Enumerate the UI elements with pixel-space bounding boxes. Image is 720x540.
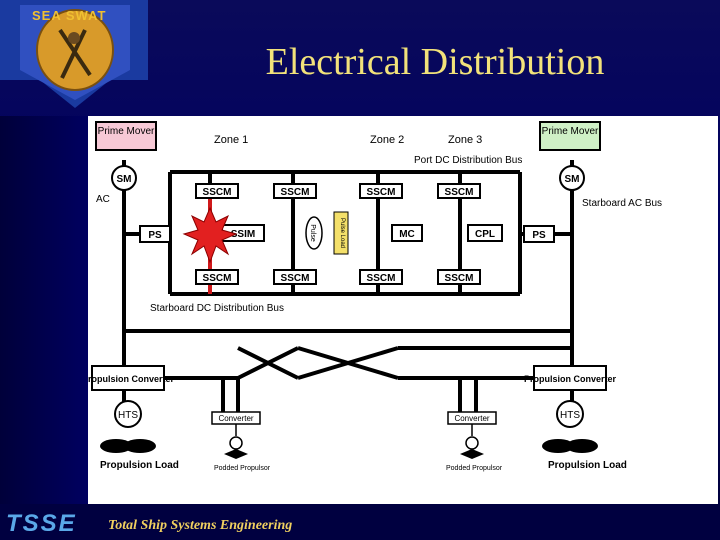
converter-right: Converter: [447, 411, 497, 425]
hts-left: HTS: [114, 400, 142, 428]
sscm-top-2-label: SSCM: [281, 187, 310, 198]
ps-right-label: PS: [532, 230, 546, 241]
mc-box: MC: [391, 224, 423, 242]
pulse-load-label: Pulse Load: [339, 218, 345, 248]
sscm-bottom-2: SSCM: [273, 269, 317, 285]
propulsion-load-right-icon-2: [566, 439, 598, 453]
hts-right-label: HTS: [560, 410, 580, 421]
podded-propulsor-right-label: Podded Propulsor: [446, 465, 503, 472]
propulsion-converter-right-label: Propulsion Converter: [524, 374, 617, 384]
sscm-bottom-4: SSCM: [437, 269, 481, 285]
podded-propulsor-right-icon: [460, 424, 484, 459]
diagram-panel: Prime Mover Prime Mover SM SM AC Starboa…: [82, 116, 718, 504]
footer-tagline: Total Ship Systems Engineering: [108, 518, 293, 533]
sscm-top-2: SSCM: [273, 183, 317, 199]
propulsion-converter-right: Propulsion Converter: [524, 365, 617, 391]
propulsion-converter-left-label: Propulsion Converter: [88, 374, 175, 384]
propulsion-load-left-label: Propulsion Load: [100, 460, 179, 471]
prime-mover-right-label: Prime Mover: [542, 126, 599, 137]
port-bus-label: Port DC Distribution Bus: [414, 155, 522, 166]
tsse-logo: TSSE: [6, 510, 77, 537]
sscm-top-4-label: SSCM: [445, 187, 474, 198]
cpl-box: CPL: [467, 224, 503, 242]
pulse-load-box: Pulse Load: [333, 211, 349, 255]
zone2-label: Zone 2: [370, 134, 404, 146]
pulse-label: Pulse: [309, 224, 316, 242]
logo-text: SEA SWAT: [32, 8, 107, 23]
podded-propulsor-left-label: Podded Propulsor: [214, 465, 271, 472]
fault-burst-icon: [182, 206, 238, 264]
cpl-label: CPL: [475, 229, 495, 240]
hts-left-label: HTS: [118, 410, 138, 421]
ps-left: PS: [139, 225, 171, 243]
sscm-bottom-4-label: SSCM: [445, 273, 474, 284]
hts-right: HTS: [556, 400, 584, 428]
starboard-ac-bus-label: Starboard AC Bus: [582, 198, 662, 209]
sscm-bottom-3: SSCM: [359, 269, 403, 285]
converter-left: Converter: [211, 411, 261, 425]
electrical-distribution-diagram: Prime Mover Prime Mover SM SM AC Starboa…: [82, 121, 662, 472]
propulsion-load-left-icon: [100, 439, 132, 453]
sscm-top-3: SSCM: [359, 183, 403, 199]
prime-mover-right: Prime Mover: [539, 121, 601, 151]
prime-mover-left-label: Prime Mover: [98, 126, 155, 137]
ac-label: AC: [96, 194, 110, 205]
sscm-top-1-label: SSCM: [203, 187, 232, 198]
sscm-top-1: SSCM: [195, 183, 239, 199]
slide-title: Electrical Distribution: [265, 41, 605, 83]
zone1-label: Zone 1: [214, 134, 248, 146]
mc-label: MC: [399, 229, 415, 240]
zone3-label: Zone 3: [448, 134, 482, 146]
sscm-bottom-1: SSCM: [195, 269, 239, 285]
converter-right-label: Converter: [454, 414, 489, 423]
sm-left-label: SM: [117, 174, 132, 185]
converter-left-label: Converter: [218, 414, 253, 423]
sscm-bottom-2-label: SSCM: [281, 273, 310, 284]
pulse-element: Pulse: [305, 216, 323, 250]
podded-propulsor-left-icon: [224, 424, 248, 459]
sscm-top-4: SSCM: [437, 183, 481, 199]
sscm-top-3-label: SSCM: [367, 187, 396, 198]
left-strip: [0, 116, 88, 504]
shield-emblem-icon: [0, 0, 148, 108]
ps-right: PS: [523, 225, 555, 243]
sea-swat-logo: [0, 0, 150, 110]
sm-right: SM: [559, 165, 585, 191]
prime-mover-left: Prime Mover: [95, 121, 157, 151]
sscm-bottom-1-label: SSCM: [203, 273, 232, 284]
sm-right-label: SM: [565, 174, 580, 185]
sscm-bottom-3-label: SSCM: [367, 273, 396, 284]
sm-left: SM: [111, 165, 137, 191]
propulsion-load-right-label: Propulsion Load: [548, 460, 627, 471]
starboard-bus-label: Starboard DC Distribution Bus: [150, 303, 284, 314]
propulsion-converter-left: Propulsion Converter: [82, 365, 175, 391]
footer-bar: [0, 504, 720, 540]
propulsion-load-right-icon: [542, 439, 574, 453]
ssim-label: SSIM: [231, 229, 255, 240]
ps-left-label: PS: [148, 230, 162, 241]
propulsion-load-left-icon-2: [124, 439, 156, 453]
